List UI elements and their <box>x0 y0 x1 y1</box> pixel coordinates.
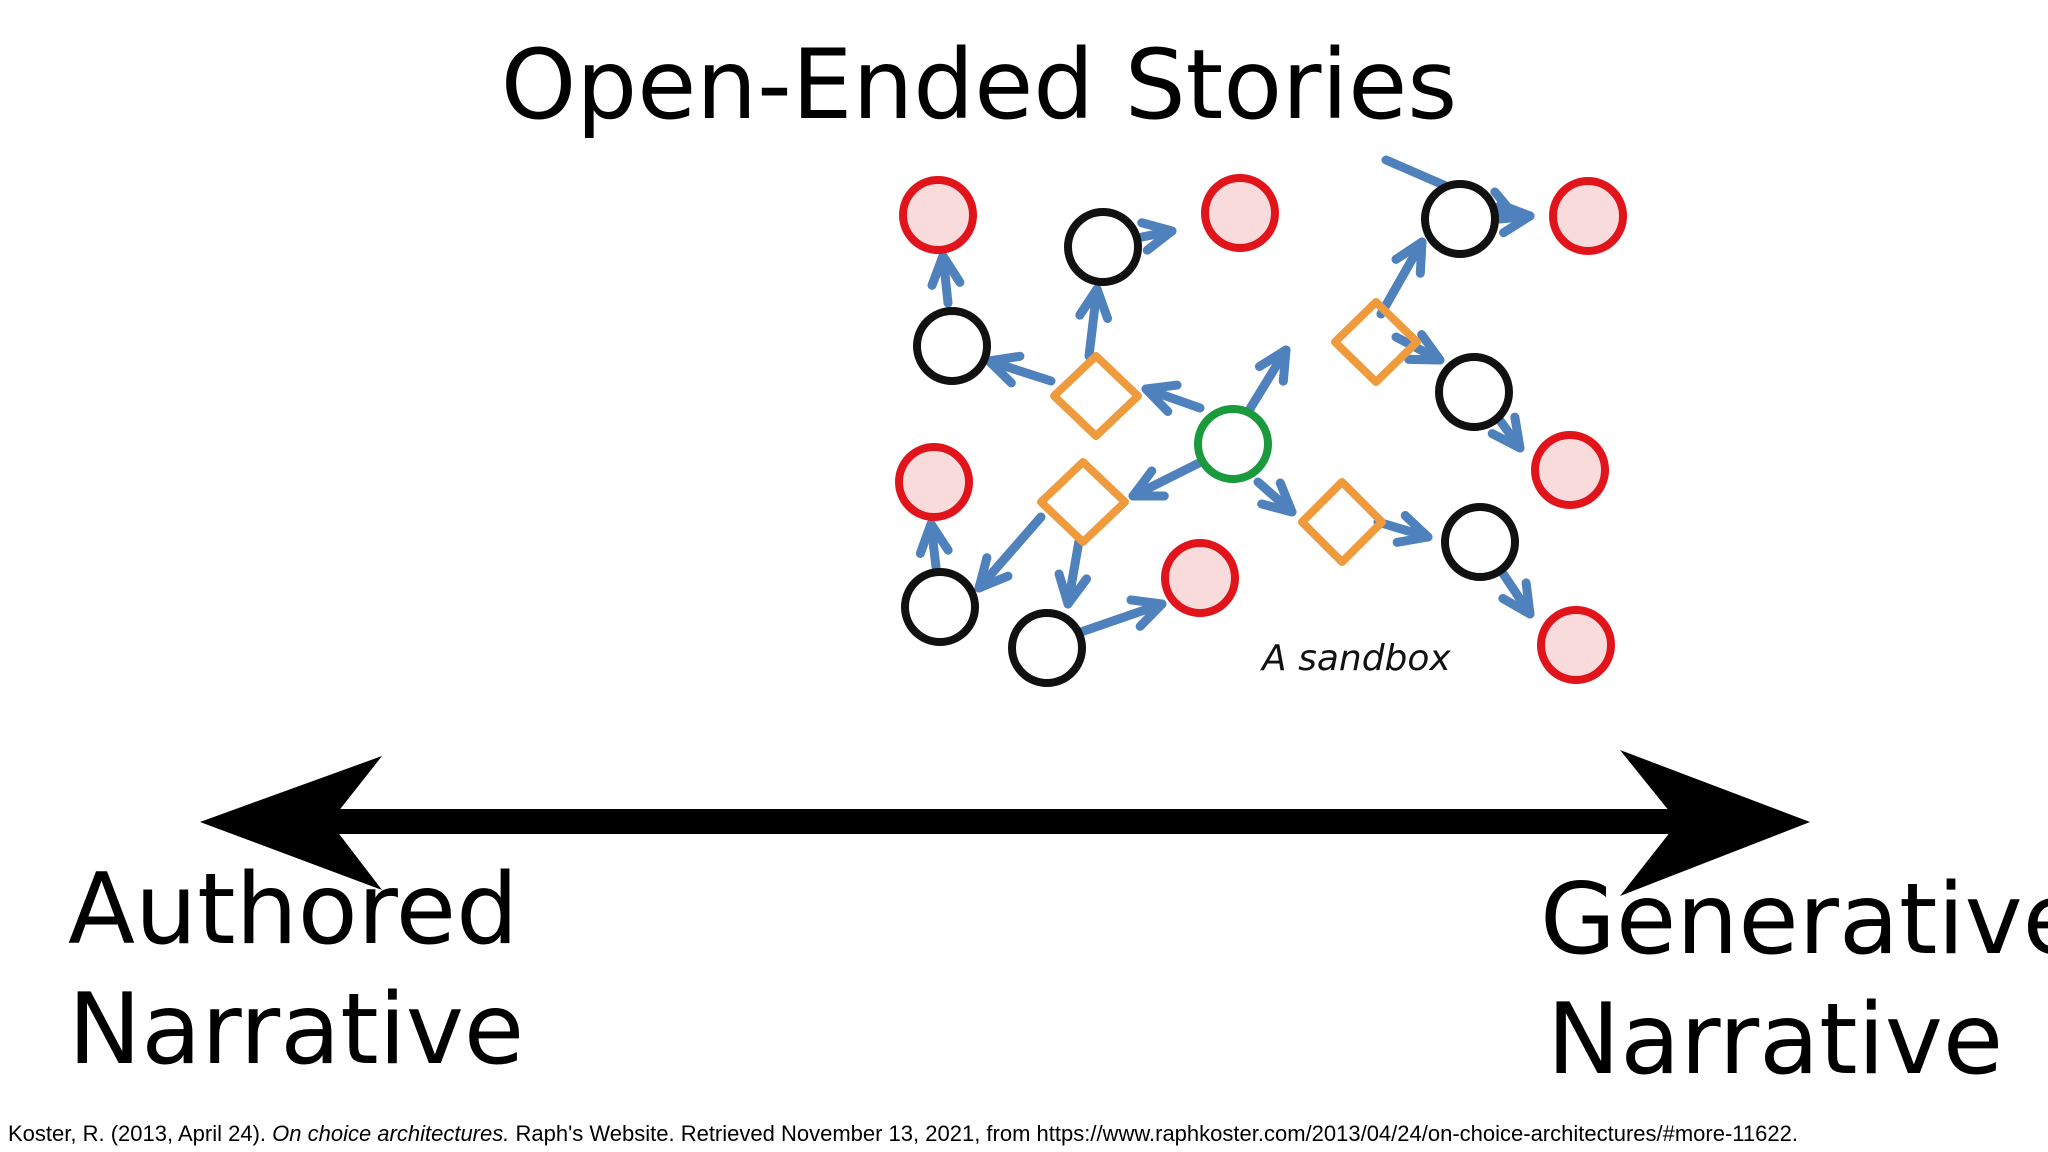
generative-narrative-label: Generative Narrative <box>1540 860 2048 1100</box>
edge <box>984 351 1056 388</box>
plain-node <box>1008 609 1086 687</box>
edge <box>1054 536 1092 609</box>
plain-nodes <box>901 180 1519 687</box>
edge <box>974 512 1046 593</box>
edge <box>1075 284 1113 361</box>
edge <box>1376 237 1427 319</box>
choice-node <box>1298 478 1386 566</box>
choice-node <box>1050 352 1142 440</box>
edge <box>1495 564 1535 619</box>
edge <box>1137 218 1177 255</box>
start-node <box>1194 405 1272 483</box>
plain-node <box>1064 208 1142 286</box>
edge <box>1373 511 1433 547</box>
plain-node <box>1441 503 1519 581</box>
left-label-line-2: Narrative <box>68 973 525 1087</box>
axis-shaft <box>300 809 1740 834</box>
authored-narrative-label: Authored Narrative <box>68 850 524 1090</box>
edge <box>1141 380 1205 416</box>
ending-node <box>1161 539 1239 617</box>
citation-title: On choice architectures. <box>272 1121 510 1146</box>
edge <box>1128 457 1206 501</box>
ending-node <box>1201 174 1279 252</box>
axis-left-arrowhead <box>200 756 382 890</box>
ending-node <box>895 443 973 521</box>
choice-nodes <box>1037 298 1421 566</box>
citation: Koster, R. (2013, April 24). On choice a… <box>8 1120 1798 1148</box>
choice-node <box>1331 298 1421 386</box>
right-label-line-2: Narrative <box>1546 983 2004 1097</box>
left-label-line-1: Authored <box>68 853 519 967</box>
ending-node <box>1537 606 1615 684</box>
ending-node <box>899 176 977 254</box>
edge <box>1076 595 1167 637</box>
ending-node <box>1549 177 1627 255</box>
edge <box>927 251 965 308</box>
axis-right-arrowhead <box>1620 750 1810 896</box>
edge <box>1243 345 1291 417</box>
choice-node <box>1037 458 1129 546</box>
spectrum-axis <box>200 750 1810 896</box>
ending-nodes <box>895 174 1627 684</box>
right-label-line-1: Generative <box>1540 863 2048 977</box>
citation-author: Koster, R. (2013, April 24). <box>8 1121 273 1146</box>
edge <box>1391 330 1445 365</box>
ending-node <box>1531 431 1609 509</box>
slide-title: Open-Ended Stories <box>500 29 1458 141</box>
edge <box>1253 477 1297 517</box>
plain-node <box>1421 180 1499 258</box>
plain-node <box>913 307 991 385</box>
edge <box>1495 200 1535 238</box>
plain-node <box>1435 353 1513 431</box>
plain-node <box>901 568 979 646</box>
diagram-caption: A sandbox <box>1260 638 1451 679</box>
edge <box>915 519 953 572</box>
citation-source: Raph's Website. Retrieved November 13, 2… <box>509 1121 1798 1146</box>
